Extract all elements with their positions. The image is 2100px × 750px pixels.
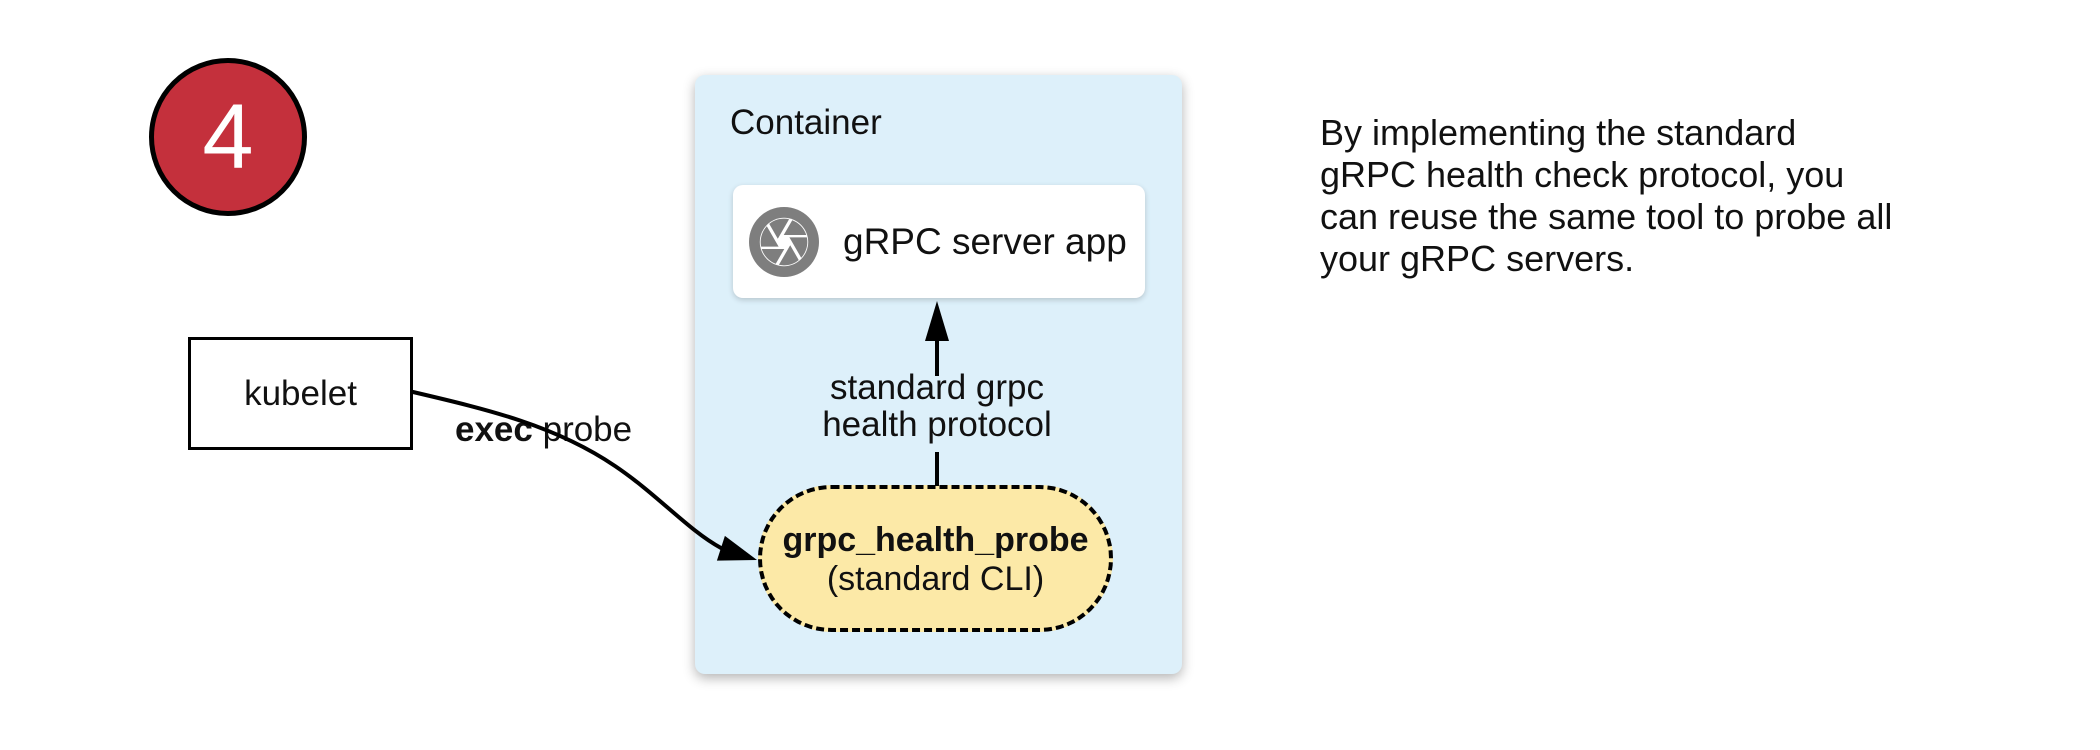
step-number: 4 xyxy=(202,86,254,188)
exec-probe-label-rest: probe xyxy=(532,410,633,449)
grpc-health-probe-node: grpc_health_probe (standard CLI) xyxy=(758,485,1113,632)
kubelet-label: kubelet xyxy=(244,373,357,413)
step-number-badge: 4 xyxy=(149,58,307,216)
protocol-arrow-label: standard grpc health protocol xyxy=(822,368,1052,444)
grpc-server-app-label: gRPC server app xyxy=(843,220,1127,262)
container-label: Container xyxy=(730,103,882,142)
grpc-health-probe-subtitle: (standard CLI) xyxy=(826,559,1045,598)
exec-probe-arrow-label: exec probe xyxy=(455,410,632,450)
note-text: By implementing the standard gRPC health… xyxy=(1320,112,1893,279)
aperture-icon xyxy=(749,206,819,277)
exec-probe-label-bold: exec xyxy=(455,410,533,449)
grpc-health-probe-title: grpc_health_probe xyxy=(782,520,1089,559)
kubelet-node: kubelet xyxy=(188,337,413,450)
grpc-server-app-node: gRPC server app xyxy=(733,185,1145,298)
